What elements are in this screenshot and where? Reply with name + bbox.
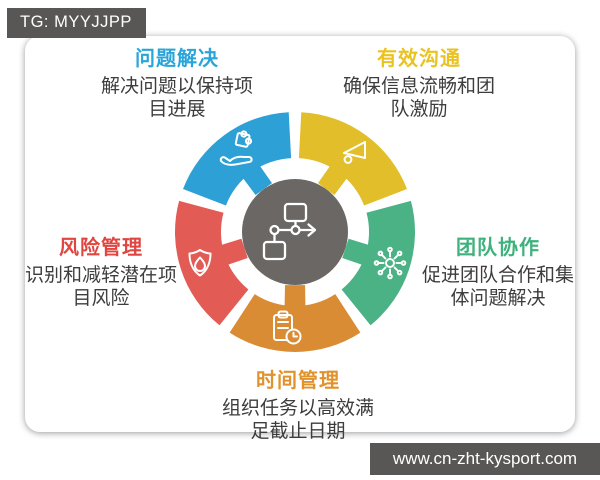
label-risk-management: 风险管理 识别和减轻潜在项 目风险 xyxy=(18,231,184,310)
donut-group xyxy=(174,112,416,352)
flowchart-icon xyxy=(262,202,317,261)
desc-line-2: 队激励 xyxy=(390,99,448,120)
tg-badge: TG: MYYJJPP xyxy=(7,8,146,38)
effective-communication-desc: 确保信息流畅和团 队激励 xyxy=(331,75,507,121)
tab-risk-management xyxy=(221,238,248,265)
desc-line-1: 识别和减轻潜在项 xyxy=(24,265,177,286)
desc-line-2: 体问题解决 xyxy=(450,288,546,309)
desc-line-2: 目进展 xyxy=(148,99,206,120)
desc-line-2: 足截止日期 xyxy=(250,421,346,442)
website-badge: www.cn-zht-kysport.com xyxy=(370,443,600,475)
desc-line-1: 促进团队合作和集 xyxy=(421,265,574,286)
team-collaboration-desc: 促进团队合作和集 体问题解决 xyxy=(412,264,584,310)
effective-communication-title: 有效沟通 xyxy=(377,48,461,70)
tab-effective-communication xyxy=(318,165,348,195)
problem-solving-title: 问题解决 xyxy=(135,48,219,70)
tab-problem-solving xyxy=(242,165,272,195)
desc-line-1: 确保信息流畅和团 xyxy=(342,76,495,97)
risk-management-desc: 识别和减轻潜在项 目风险 xyxy=(18,264,184,310)
time-management-title: 时间管理 xyxy=(256,370,340,392)
risk-management-title: 风险管理 xyxy=(59,237,143,259)
segment-risk-management xyxy=(174,200,249,326)
megaphone-icon xyxy=(343,141,366,164)
label-time-management: 时间管理 组织任务以高效满 足截止日期 xyxy=(205,364,391,443)
desc-line-1: 解决问题以保持项 xyxy=(100,76,253,97)
segment-time-management xyxy=(229,294,361,352)
problem-solving-desc: 解决问题以保持项 目进展 xyxy=(88,75,266,121)
label-team-collaboration: 团队协作 促进团队合作和集 体问题解决 xyxy=(412,231,584,310)
desc-line-1: 组织任务以高效满 xyxy=(221,398,374,419)
segment-problem-solving xyxy=(183,112,292,206)
shield-flame-icon xyxy=(188,249,212,277)
clipboard-clock-icon xyxy=(273,310,302,345)
desc-line-2: 目风险 xyxy=(72,288,130,309)
segment-effective-communication xyxy=(298,112,407,206)
tab-team-collaboration xyxy=(342,238,369,265)
network-hub-icon xyxy=(373,246,407,280)
tab-time-management xyxy=(284,285,306,307)
team-collaboration-title: 团队协作 xyxy=(456,237,540,259)
label-effective-communication: 有效沟通 确保信息流畅和团 队激励 xyxy=(331,42,507,121)
label-problem-solving: 问题解决 解决问题以保持项 目进展 xyxy=(88,42,266,121)
hand-puzzle-icon xyxy=(219,130,253,166)
time-management-desc: 组织任务以高效满 足截止日期 xyxy=(205,397,391,443)
